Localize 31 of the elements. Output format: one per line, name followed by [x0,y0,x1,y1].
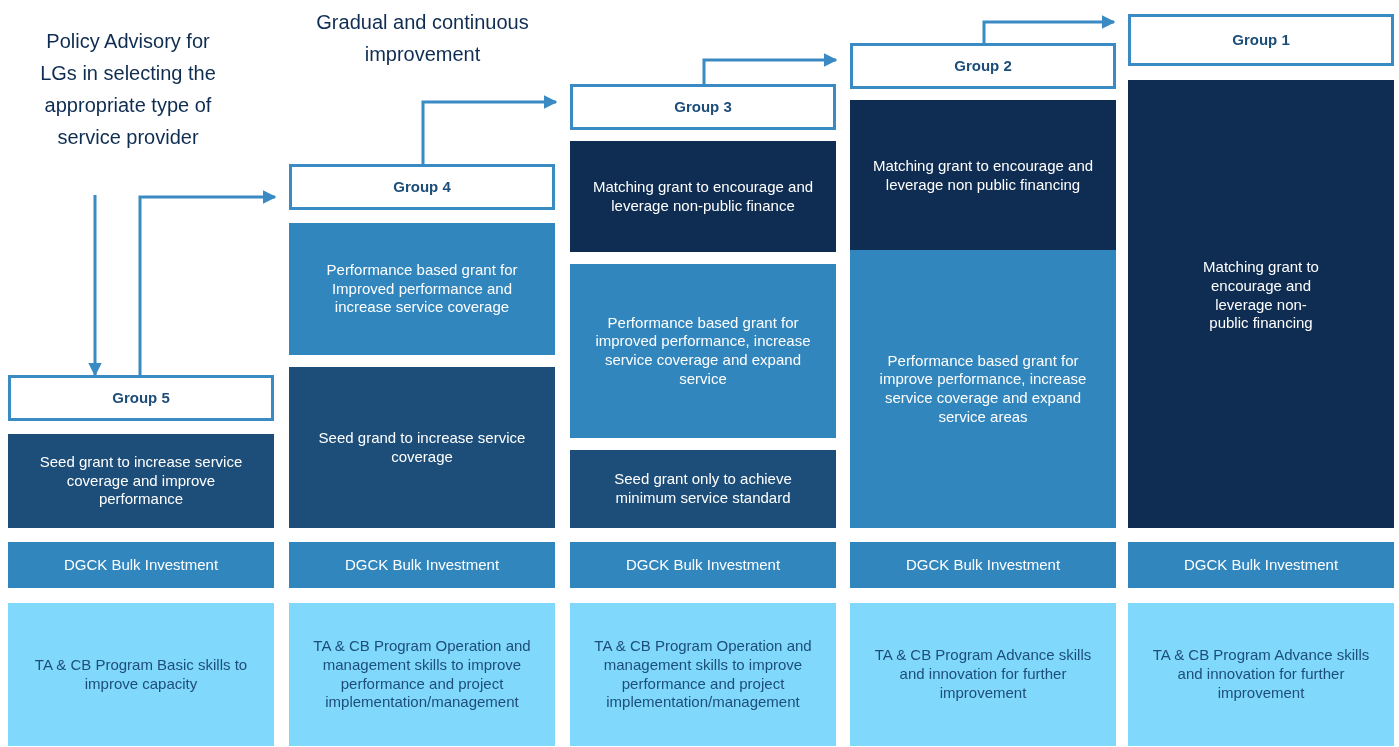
grant-block: Seed grand to increase service coverage [289,367,555,528]
grant-block: Performance based grant for Improved performance and increase service coverage [289,223,555,355]
grant-block: Seed grant only to achieve minimum service standard [570,450,836,528]
grant-block: Performance based grant for improved performance, increase service coverage and expand service [570,264,836,438]
grant-block: DGCK Bulk Investment [570,542,836,588]
program-block: TA & CB Program Advance skills and innovation for further improvement [1128,603,1394,746]
note-text: Gradual and continuous improvement [315,10,530,67]
grant-block: Matching grant to encourage and leverage non-public financing [1128,80,1394,528]
arrow [421,95,558,164]
grant-block: DGCK Bulk Investment [850,542,1116,588]
grant-block: Matching grant to encourage and leverage non public financing [850,100,1116,250]
program-block: TA & CB Program Advance skills and innovation for further improvement [850,603,1116,746]
group-header-box: Group 3 [570,84,836,130]
grant-block: Matching grant to encourage and leverage non-public finance [570,141,836,252]
group-header-box: Group 5 [8,375,274,421]
group-header-box: Group 2 [850,43,1116,89]
grant-block: DGCK Bulk Investment [289,542,555,588]
arrow [138,190,277,375]
grant-block: DGCK Bulk Investment [8,542,274,588]
note-text: Policy Advisory for LGs in selecting the appropriate type of service provider [18,25,238,195]
program-block: TA & CB Program Operation and management skills to improve performance and project implementation/management [289,603,555,746]
group-header-box: Group 1 [1128,14,1394,66]
grant-block: Performance based grant for improve performance, increase service coverage and expand service areas [850,250,1116,528]
program-block: TA & CB Program Basic skills to improve capacity [8,603,274,746]
arrow [88,195,102,377]
arrow [702,53,838,84]
arrow [982,15,1116,43]
group-header-box: Group 4 [289,164,555,210]
grant-block: DGCK Bulk Investment [1128,542,1394,588]
program-block: TA & CB Program Operation and management skills to improve performance and project implementation/management [570,603,836,746]
grant-block: Seed grant to increase service coverage and improve performance [8,434,274,528]
